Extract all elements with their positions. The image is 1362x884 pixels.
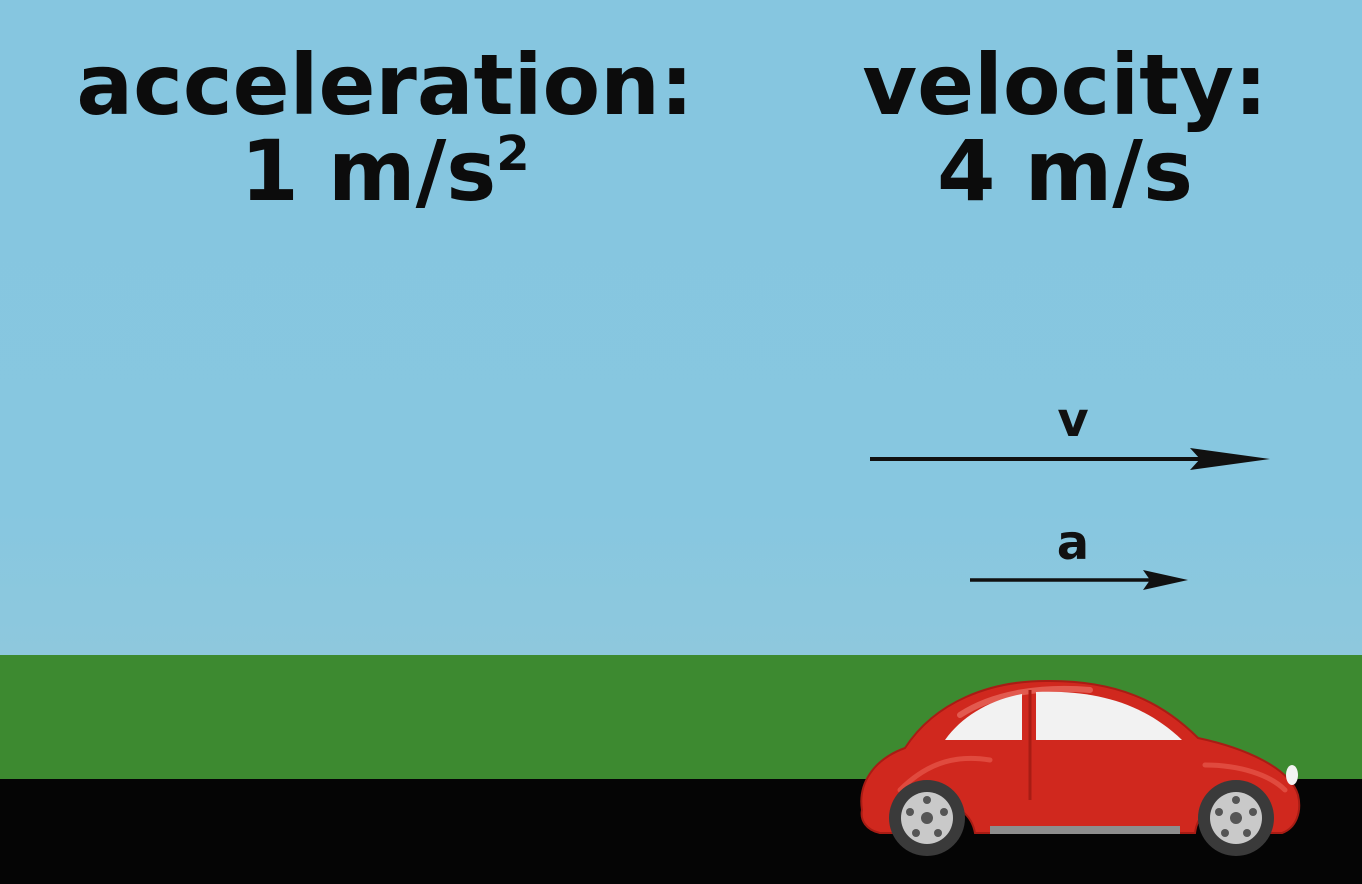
- sky-background: [0, 0, 1362, 655]
- acceleration-readout: acceleration: 1 m/s2: [40, 42, 730, 214]
- velocity-readout: velocity: 4 m/s: [820, 42, 1310, 214]
- velocity-value: 4 m/s: [937, 122, 1193, 220]
- rear-window: [945, 694, 1022, 740]
- car-icon: [860, 679, 1301, 856]
- velocity-label: velocity:: [862, 36, 1268, 134]
- velocity-vector-label: v: [1057, 392, 1089, 448]
- acceleration-label: acceleration:: [76, 36, 694, 134]
- rear-wheel: [889, 780, 965, 856]
- acceleration-value: 1 m/s2: [40, 128, 730, 214]
- front-wheel: [1198, 780, 1274, 856]
- acceleration-arrow: [970, 570, 1188, 590]
- front-window: [1036, 691, 1182, 740]
- acceleration-number: 1 m/s: [240, 122, 497, 220]
- velocity-arrow: [870, 448, 1270, 470]
- acceleration-vector-label: a: [1056, 515, 1090, 571]
- acceleration-exponent: 2: [496, 126, 530, 182]
